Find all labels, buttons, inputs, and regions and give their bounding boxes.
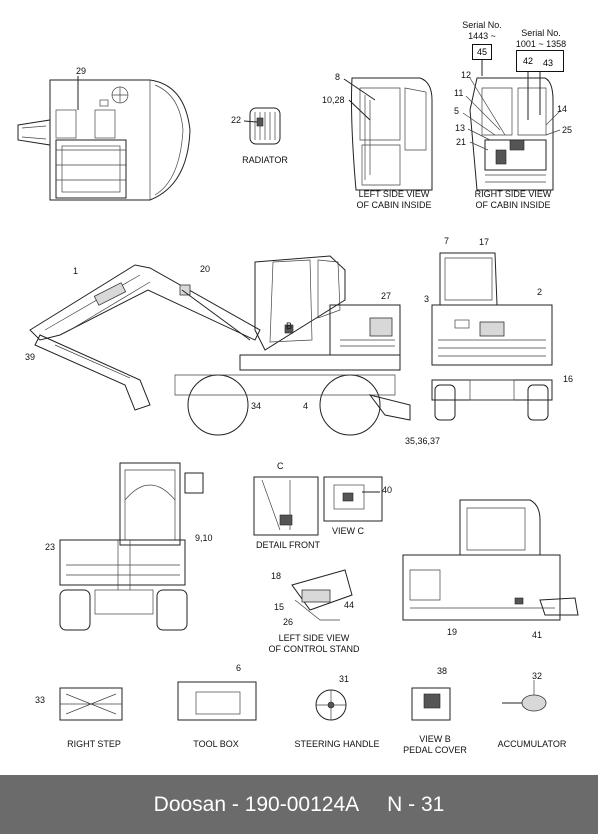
callout-5: 5 [454, 106, 460, 116]
callout-31: 31 [339, 674, 350, 684]
caption-control-stand-line1: LEFT SIDE VIEW [278, 633, 350, 643]
callout-b: B [286, 321, 293, 331]
serial-right-box-b: 43 [543, 58, 554, 68]
serial-right-title: Serial No. [521, 28, 561, 38]
footer-bar: Doosan - 190-00124A N - 31 [0, 775, 598, 834]
caption-view-c: VIEW C [331, 526, 365, 536]
right-cabin-drawing [462, 55, 562, 191]
caption-detail-front: DETAIL FRONT [255, 540, 321, 550]
serial-left-box: 45 [472, 44, 492, 60]
diagram-drawing [17, 55, 579, 721]
callout-14: 14 [557, 104, 568, 114]
caption-tool-box: TOOL BOX [193, 739, 239, 749]
callout-22: 22 [231, 115, 242, 125]
caption-radiator: RADIATOR [242, 155, 288, 165]
callout-10-28: 10,28 [322, 95, 345, 105]
callout-39: 39 [25, 352, 36, 362]
caption-accumulator: ACCUMULATOR [497, 739, 567, 749]
callout-16: 16 [563, 374, 574, 384]
callout-17: 17 [479, 237, 490, 247]
parts-diagram-sheet: RADIATOR LEFT SIDE VIEW OF CABIN INSIDE … [17, 20, 579, 755]
caption-steering-handle: STEERING HANDLE [294, 739, 380, 749]
serial-right-box: 42 43 [516, 50, 564, 72]
main-side-view-drawing [29, 255, 411, 436]
callout-4: 4 [303, 401, 309, 411]
serial-right-range: 1001 ~ 1358 [515, 39, 567, 49]
callout-9-10: 9,10 [195, 533, 213, 543]
caption-left-cabin-line1: LEFT SIDE VIEW [358, 189, 430, 199]
lower-left-view-drawing [59, 462, 204, 631]
caption-right-step: RIGHT STEP [67, 739, 121, 749]
callout-26: 26 [283, 617, 294, 627]
caption-pedal-cover-line1: VIEW B [419, 734, 451, 744]
caption-control-stand-line2: OF CONTROL STAND [268, 644, 360, 654]
caption-left-cabin-line2: OF CABIN INSIDE [356, 200, 432, 210]
callout-8: 8 [335, 72, 341, 82]
caption-right-cabin-line2: OF CABIN INSIDE [475, 200, 551, 210]
callout-7: 7 [444, 236, 450, 246]
callout-12: 12 [461, 70, 472, 80]
callout-11: 11 [454, 88, 464, 98]
callout-32: 32 [532, 671, 543, 681]
callout-2: 2 [537, 287, 543, 297]
caption-pedal-cover-line2: PEDAL COVER [403, 745, 467, 755]
callout-view-c: C [277, 461, 284, 471]
serial-left-title: Serial No. [462, 20, 502, 30]
callout-29: 29 [76, 66, 87, 76]
callout-27: 27 [381, 291, 392, 301]
callout-3: 3 [424, 294, 430, 304]
callout-33: 33 [35, 695, 46, 705]
side-view-right-drawing [402, 499, 579, 621]
serial-left-range: 1443 ~ [468, 31, 496, 41]
callout-40: 40 [382, 485, 393, 495]
top-view-drawing [17, 76, 191, 201]
callout-13: 13 [455, 123, 466, 133]
callout-44: 44 [344, 600, 355, 610]
control-stand-drawing [291, 569, 353, 621]
callout-21: 21 [456, 137, 467, 147]
callout-15: 15 [274, 602, 285, 612]
callout-38: 38 [437, 666, 448, 676]
callout-35-36-37: 35,36,37 [405, 436, 441, 446]
callout-1: 1 [73, 266, 79, 276]
callout-19: 19 [447, 627, 458, 637]
callout-18: 18 [271, 571, 282, 581]
serial-right-box-a: 42 [523, 56, 534, 66]
detail-view-drawing [253, 476, 383, 536]
callout-6: 6 [236, 663, 242, 673]
callout-23: 23 [45, 542, 56, 552]
left-cabin-drawing [343, 77, 433, 191]
footer-doc-number: Doosan - 190-00124A [153, 792, 360, 816]
callout-34: 34 [251, 401, 262, 411]
bottom-row-drawings [59, 680, 547, 721]
rear-view-drawing [431, 252, 553, 421]
radiator-drawing [243, 107, 281, 145]
callout-20: 20 [200, 264, 211, 274]
callout-41: 41 [532, 630, 543, 640]
footer-page-number: N - 31 [387, 792, 445, 816]
caption-right-cabin-line1: RIGHT SIDE VIEW [474, 189, 552, 199]
callout-25: 25 [562, 125, 573, 135]
